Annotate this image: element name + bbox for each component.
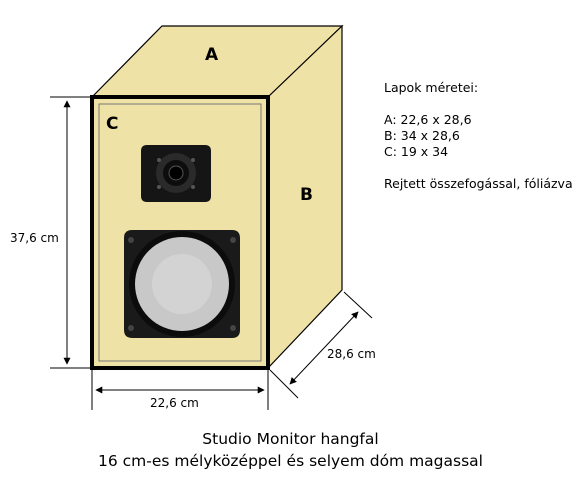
caption-line-2: 16 cm-es mélyközéppel és selyem dóm maga… xyxy=(98,452,483,470)
notes-line-a: A: 22,6 x 28,6 xyxy=(384,112,472,127)
notes-line-b: B: 34 x 28,6 xyxy=(384,128,460,143)
tweeter xyxy=(141,145,211,202)
width-label: 22,6 cm xyxy=(150,396,199,410)
width-dimension xyxy=(91,370,269,410)
notes-heading: Lapok méretei: xyxy=(384,80,479,95)
depth-label: 28,6 cm xyxy=(327,347,376,361)
caption-line-1: Studio Monitor hangfal xyxy=(202,430,379,448)
panel-label-a: A xyxy=(205,45,219,65)
front-inner-edge xyxy=(98,103,262,362)
panel-label-b: B xyxy=(300,185,313,205)
depth-dimension xyxy=(269,291,373,399)
woofer xyxy=(124,230,240,338)
height-label: 37,6 cm xyxy=(10,231,59,245)
height-dimension xyxy=(50,96,92,369)
panel-label-c: C xyxy=(106,114,119,134)
panel-size-notes: Lapok méretei: A: 22,6 x 28,6 B: 34 x 28… xyxy=(384,80,573,192)
notes-line-c: C: 19 x 34 xyxy=(384,144,449,159)
notes-remark: Rejtett összefogással, fóliázva xyxy=(384,176,573,191)
